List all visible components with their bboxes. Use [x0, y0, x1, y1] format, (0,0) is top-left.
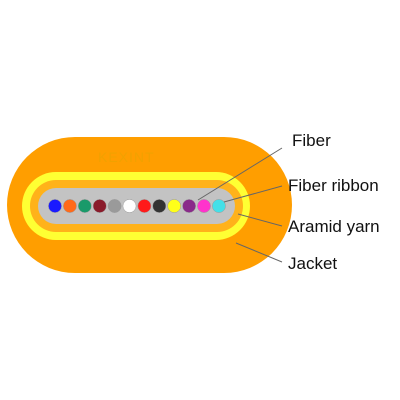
fiber-ribbon-layer — [38, 188, 235, 224]
fiber-leader-line — [197, 147, 283, 201]
fiber-group — [48, 199, 226, 213]
aramid-yarn-label: Aramid yarn — [288, 217, 380, 236]
fiber-8 — [152, 199, 167, 213]
fiber-11 — [197, 199, 211, 213]
fiber-6 — [122, 199, 137, 213]
fiber-5 — [107, 199, 122, 213]
fiber-7 — [137, 199, 152, 213]
fiber-12 — [212, 199, 226, 213]
fiber-label: Fiber — [292, 131, 331, 150]
aramid-yarn-leader-line — [237, 213, 283, 227]
fiber-2 — [63, 199, 77, 213]
watermark-text: KEXINT — [98, 149, 155, 165]
fiber-9 — [167, 199, 182, 213]
fiber-3 — [77, 199, 92, 213]
jacket-leader-line — [235, 242, 283, 263]
fiber-ribbon-leader-line — [223, 185, 283, 203]
fiber-ribbon-label: Fiber ribbon — [288, 176, 379, 195]
fiber-1 — [48, 199, 62, 213]
jacket-label: Jacket — [288, 254, 337, 273]
fiber-10 — [182, 199, 196, 213]
fiber-4 — [92, 199, 107, 213]
